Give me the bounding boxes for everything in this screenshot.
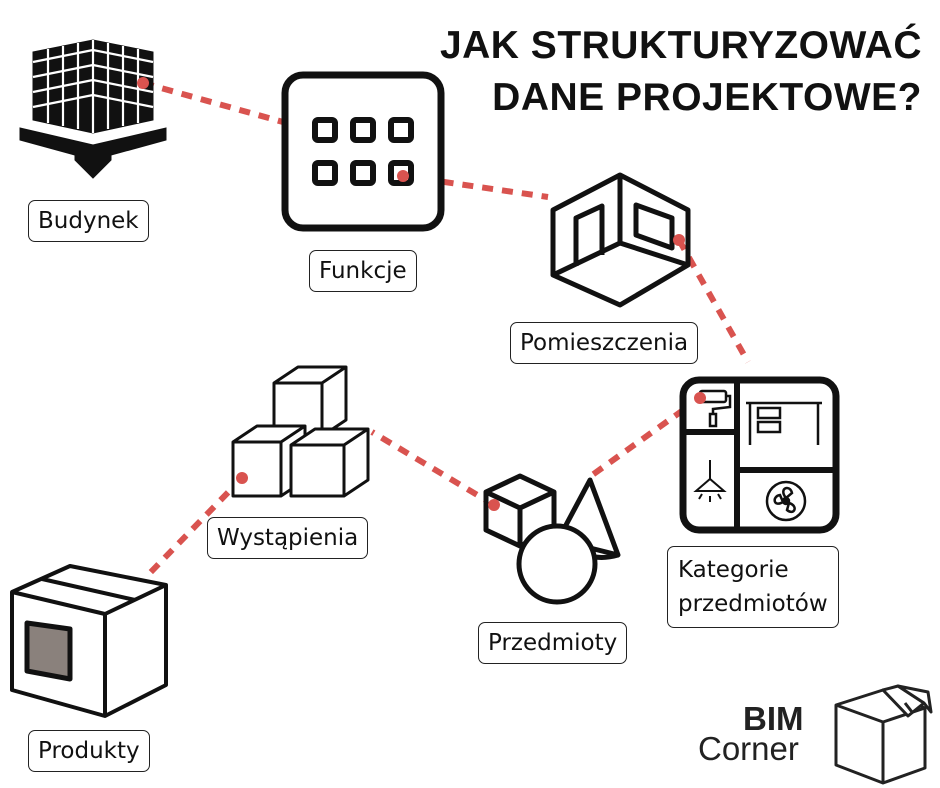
fan-icon (765, 480, 807, 522)
page-title-line-1: JAK STRUKTURYZOWAĆ (439, 24, 922, 67)
node-label-przedmioty: Przedmioty (478, 622, 628, 664)
node-label-pomieszczenia: Pomieszczenia (510, 322, 699, 364)
node-label-kategorie: Kategorie przedmiotów (667, 546, 839, 628)
occurrences-cubes-icon (231, 365, 370, 498)
connector-przedmioty-wystapienia (370, 429, 496, 508)
functions-grid-icon (281, 71, 445, 232)
desk-icon (746, 401, 822, 445)
bim-corner-logo-icon (834, 684, 933, 785)
connector-dots (137, 77, 706, 511)
node-label-wystapienia: Wystąpienia (207, 517, 369, 559)
item-categories-icon (679, 376, 840, 534)
product-box-icon (10, 564, 168, 718)
page-title-line-2: DANE PROJEKTOWE? (492, 76, 922, 119)
node-label-kategorie-line-1: Kategorie (678, 557, 789, 583)
building-icon (19, 39, 167, 179)
node-label-produkty: Produkty (28, 730, 150, 772)
logo-text-bim: BIM (743, 700, 804, 737)
room-icon (550, 172, 691, 308)
dot-wystapienia (236, 472, 248, 484)
dot-kategorie (694, 392, 706, 404)
objects-shapes-icon (483, 473, 621, 605)
dot-funkcje (397, 170, 409, 182)
dot-przedmioty (488, 499, 500, 511)
logo-text-corner: Corner (698, 730, 799, 767)
dot-pomieszczenia (673, 234, 685, 246)
node-label-budynek: Budynek (28, 200, 149, 242)
connector-wystapienia-produkty (145, 475, 245, 578)
node-label-kategorie-line-2: przedmiotów (678, 591, 828, 617)
connector-budynek-funkcje (142, 80, 284, 125)
ceiling-lamp-icon (693, 460, 727, 502)
dot-budynek (137, 77, 149, 89)
node-label-funkcje: Funkcje (309, 250, 417, 292)
